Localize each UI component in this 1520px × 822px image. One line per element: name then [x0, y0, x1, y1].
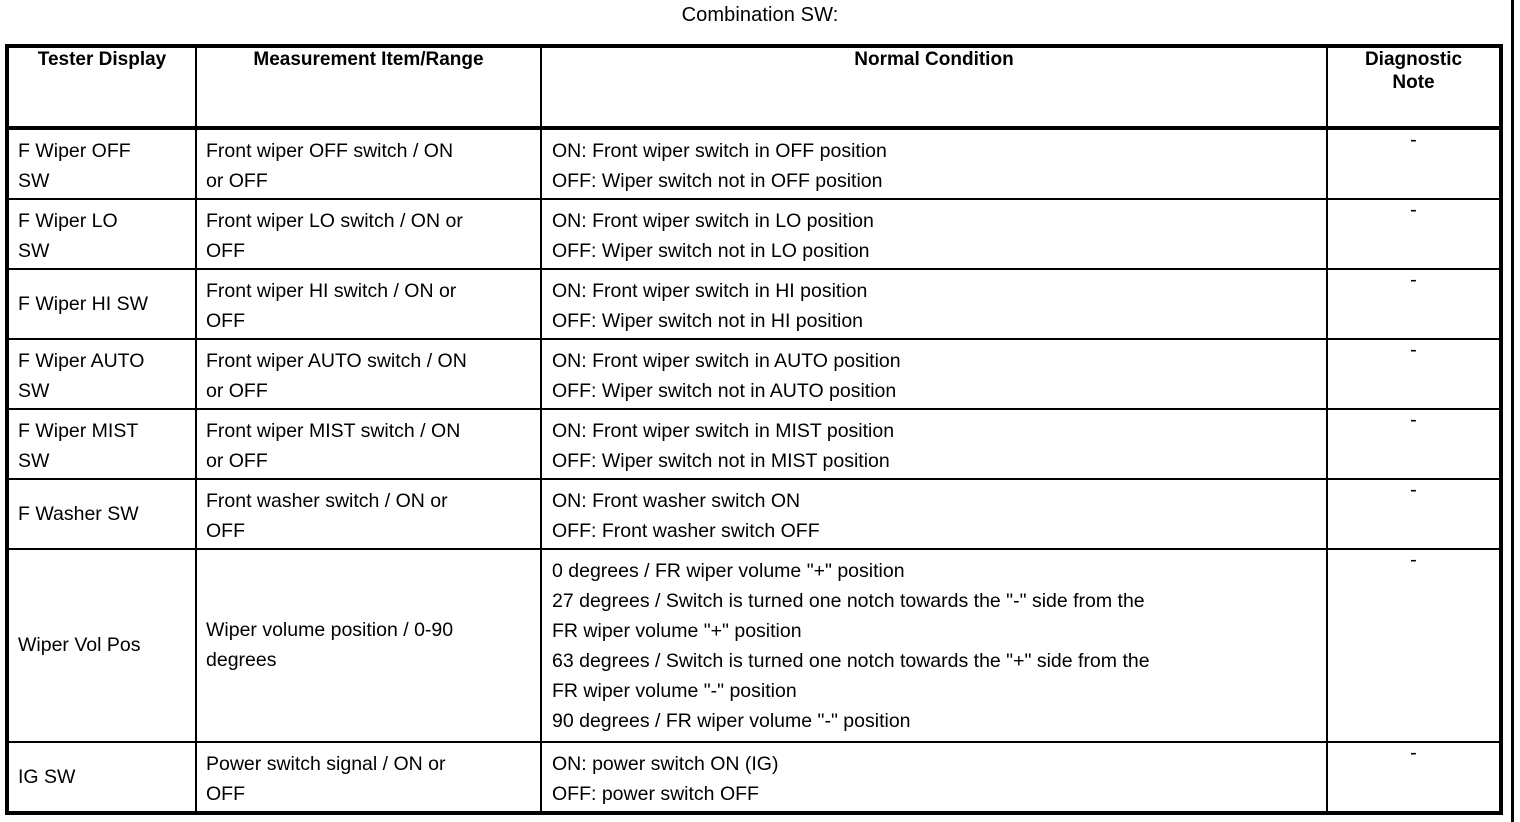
cell-text: - — [1410, 268, 1417, 291]
cell-text: ON: Front wiper switch in AUTO position … — [552, 349, 901, 402]
cell-text: Wiper Vol Pos — [18, 634, 141, 657]
cell-tester-display: F Wiper OFF SW — [9, 128, 197, 200]
column-header-label: Normal Condition — [854, 49, 1014, 70]
combination-sw-table-container: Tester Display Measurement Item/Range No… — [5, 44, 1503, 815]
column-header-label: Tester Display — [37, 49, 167, 70]
combination-sw-table: Tester Display Measurement Item/Range No… — [9, 48, 1499, 811]
cell-normal-condition: ON: Front wiper switch in AUTO position … — [541, 338, 1328, 410]
cell-text: - — [1410, 129, 1417, 151]
cell-text: ON: Front washer switch ON OFF: Front wa… — [552, 489, 820, 542]
cell-diagnostic-note: - — [1327, 338, 1499, 410]
page-title: Combination SW: — [681, 4, 839, 26]
cell-diagnostic-note: - — [1327, 742, 1499, 811]
cell-measurement-item-range: Front wiper HI switch / ON or OFF — [196, 268, 542, 340]
cell-text: Power switch signal / ON or OFF — [206, 753, 446, 806]
table-row: IG SW Power switch signal / ON or OFF ON… — [9, 742, 1499, 811]
cell-text: ON: Front wiper switch in MIST position … — [552, 419, 895, 472]
table-row: F Wiper MIST SW Front wiper MIST switch … — [9, 408, 1499, 480]
cell-diagnostic-note: - — [1327, 548, 1499, 744]
cell-text: F Wiper LO SW — [18, 209, 118, 262]
cell-tester-display: F Wiper LO SW — [9, 198, 197, 270]
table-row: F Washer SW Front washer switch / ON or … — [9, 478, 1499, 550]
cell-text: ON: Front wiper switch in OFF position O… — [552, 140, 887, 192]
cell-normal-condition: ON: Front wiper switch in OFF position O… — [541, 128, 1328, 200]
column-header-label: Measurement Item/Range — [253, 49, 484, 70]
cell-text: Front wiper MIST switch / ON or OFF — [206, 419, 461, 472]
cell-normal-condition: ON: Front wiper switch in LO position OF… — [541, 198, 1328, 270]
cell-text: - — [1410, 198, 1417, 221]
cell-text: - — [1410, 742, 1417, 765]
column-header-label: Diagnostic Note — [1364, 49, 1463, 93]
cell-text: Front wiper HI switch / ON or OFF — [206, 279, 457, 332]
cell-tester-display: F Wiper HI SW — [9, 268, 197, 340]
cell-text: Front wiper LO switch / ON or OFF — [206, 209, 463, 262]
cell-text: F Wiper OFF SW — [18, 140, 131, 192]
table-row: Wiper Vol Pos Wiper volume position / 0-… — [9, 548, 1499, 744]
cell-text: F Wiper MIST SW — [18, 419, 139, 472]
column-header-measurement-item-range: Measurement Item/Range — [196, 48, 542, 130]
cell-diagnostic-note: - — [1327, 408, 1499, 480]
cell-text: Front wiper OFF switch / ON or OFF — [206, 140, 454, 192]
cell-text: - — [1410, 478, 1417, 501]
table-row: F Wiper HI SW Front wiper HI switch / ON… — [9, 268, 1499, 340]
table-row: F Wiper OFF SW Front wiper OFF switch / … — [9, 128, 1499, 200]
column-header-tester-display: Tester Display — [9, 48, 197, 130]
cell-text: F Wiper HI SW — [18, 292, 148, 315]
cell-normal-condition: ON: Front wiper switch in HI position OF… — [541, 268, 1328, 340]
cell-measurement-item-range: Front wiper OFF switch / ON or OFF — [196, 128, 542, 200]
cell-text: IG SW — [18, 766, 76, 789]
table-body: F Wiper OFF SW Front wiper OFF switch / … — [9, 128, 1499, 811]
cell-tester-display: Wiper Vol Pos — [9, 548, 197, 744]
cell-diagnostic-note: - — [1327, 198, 1499, 270]
cell-text: ON: power switch ON (IG) OFF: power swit… — [552, 753, 779, 806]
cell-tester-display: F Washer SW — [9, 478, 197, 550]
cell-text: - — [1410, 408, 1417, 431]
cell-measurement-item-range: Front washer switch / ON or OFF — [196, 478, 542, 550]
cell-measurement-item-range: Front wiper LO switch / ON or OFF — [196, 198, 542, 270]
cell-normal-condition: ON: Front washer switch ON OFF: Front wa… — [541, 478, 1328, 550]
cell-measurement-item-range: Front wiper MIST switch / ON or OFF — [196, 408, 542, 480]
page-edge-rule — [1511, 0, 1514, 822]
column-header-normal-condition: Normal Condition — [541, 48, 1328, 130]
table-header: Tester Display Measurement Item/Range No… — [9, 48, 1499, 130]
cell-text: ON: Front wiper switch in LO position OF… — [552, 209, 874, 262]
cell-text: F Wiper AUTO SW — [18, 349, 145, 402]
cell-diagnostic-note: - — [1327, 478, 1499, 550]
cell-measurement-item-range: Wiper volume position / 0-90 degrees — [196, 548, 542, 744]
cell-text: F Washer SW — [18, 502, 139, 525]
cell-text: Front wiper AUTO switch / ON or OFF — [206, 349, 467, 402]
cell-diagnostic-note: - — [1327, 268, 1499, 340]
cell-measurement-item-range: Power switch signal / ON or OFF — [196, 742, 542, 811]
cell-tester-display: F Wiper AUTO SW — [9, 338, 197, 410]
cell-text: Front washer switch / ON or OFF — [206, 489, 448, 542]
cell-text: Wiper volume position / 0-90 degrees — [206, 619, 454, 672]
column-header-diagnostic-note: Diagnostic Note — [1327, 48, 1499, 130]
table-header-row: Tester Display Measurement Item/Range No… — [9, 48, 1499, 130]
cell-tester-display: F Wiper MIST SW — [9, 408, 197, 480]
cell-normal-condition: ON: Front wiper switch in MIST position … — [541, 408, 1328, 480]
cell-text: ON: Front wiper switch in HI position OF… — [552, 279, 868, 332]
cell-normal-condition: 0 degrees / FR wiper volume "+" position… — [541, 548, 1328, 744]
cell-normal-condition: ON: power switch ON (IG) OFF: power swit… — [541, 742, 1328, 811]
cell-text: - — [1410, 548, 1417, 571]
cell-text: - — [1410, 338, 1417, 361]
cell-tester-display: IG SW — [9, 742, 197, 811]
table-row: F Wiper AUTO SW Front wiper AUTO switch … — [9, 338, 1499, 410]
cell-diagnostic-note: - — [1327, 128, 1499, 200]
table-row: F Wiper LO SW Front wiper LO switch / ON… — [9, 198, 1499, 270]
cell-measurement-item-range: Front wiper AUTO switch / ON or OFF — [196, 338, 542, 410]
cell-text: 0 degrees / FR wiper volume "+" position… — [552, 559, 1150, 732]
